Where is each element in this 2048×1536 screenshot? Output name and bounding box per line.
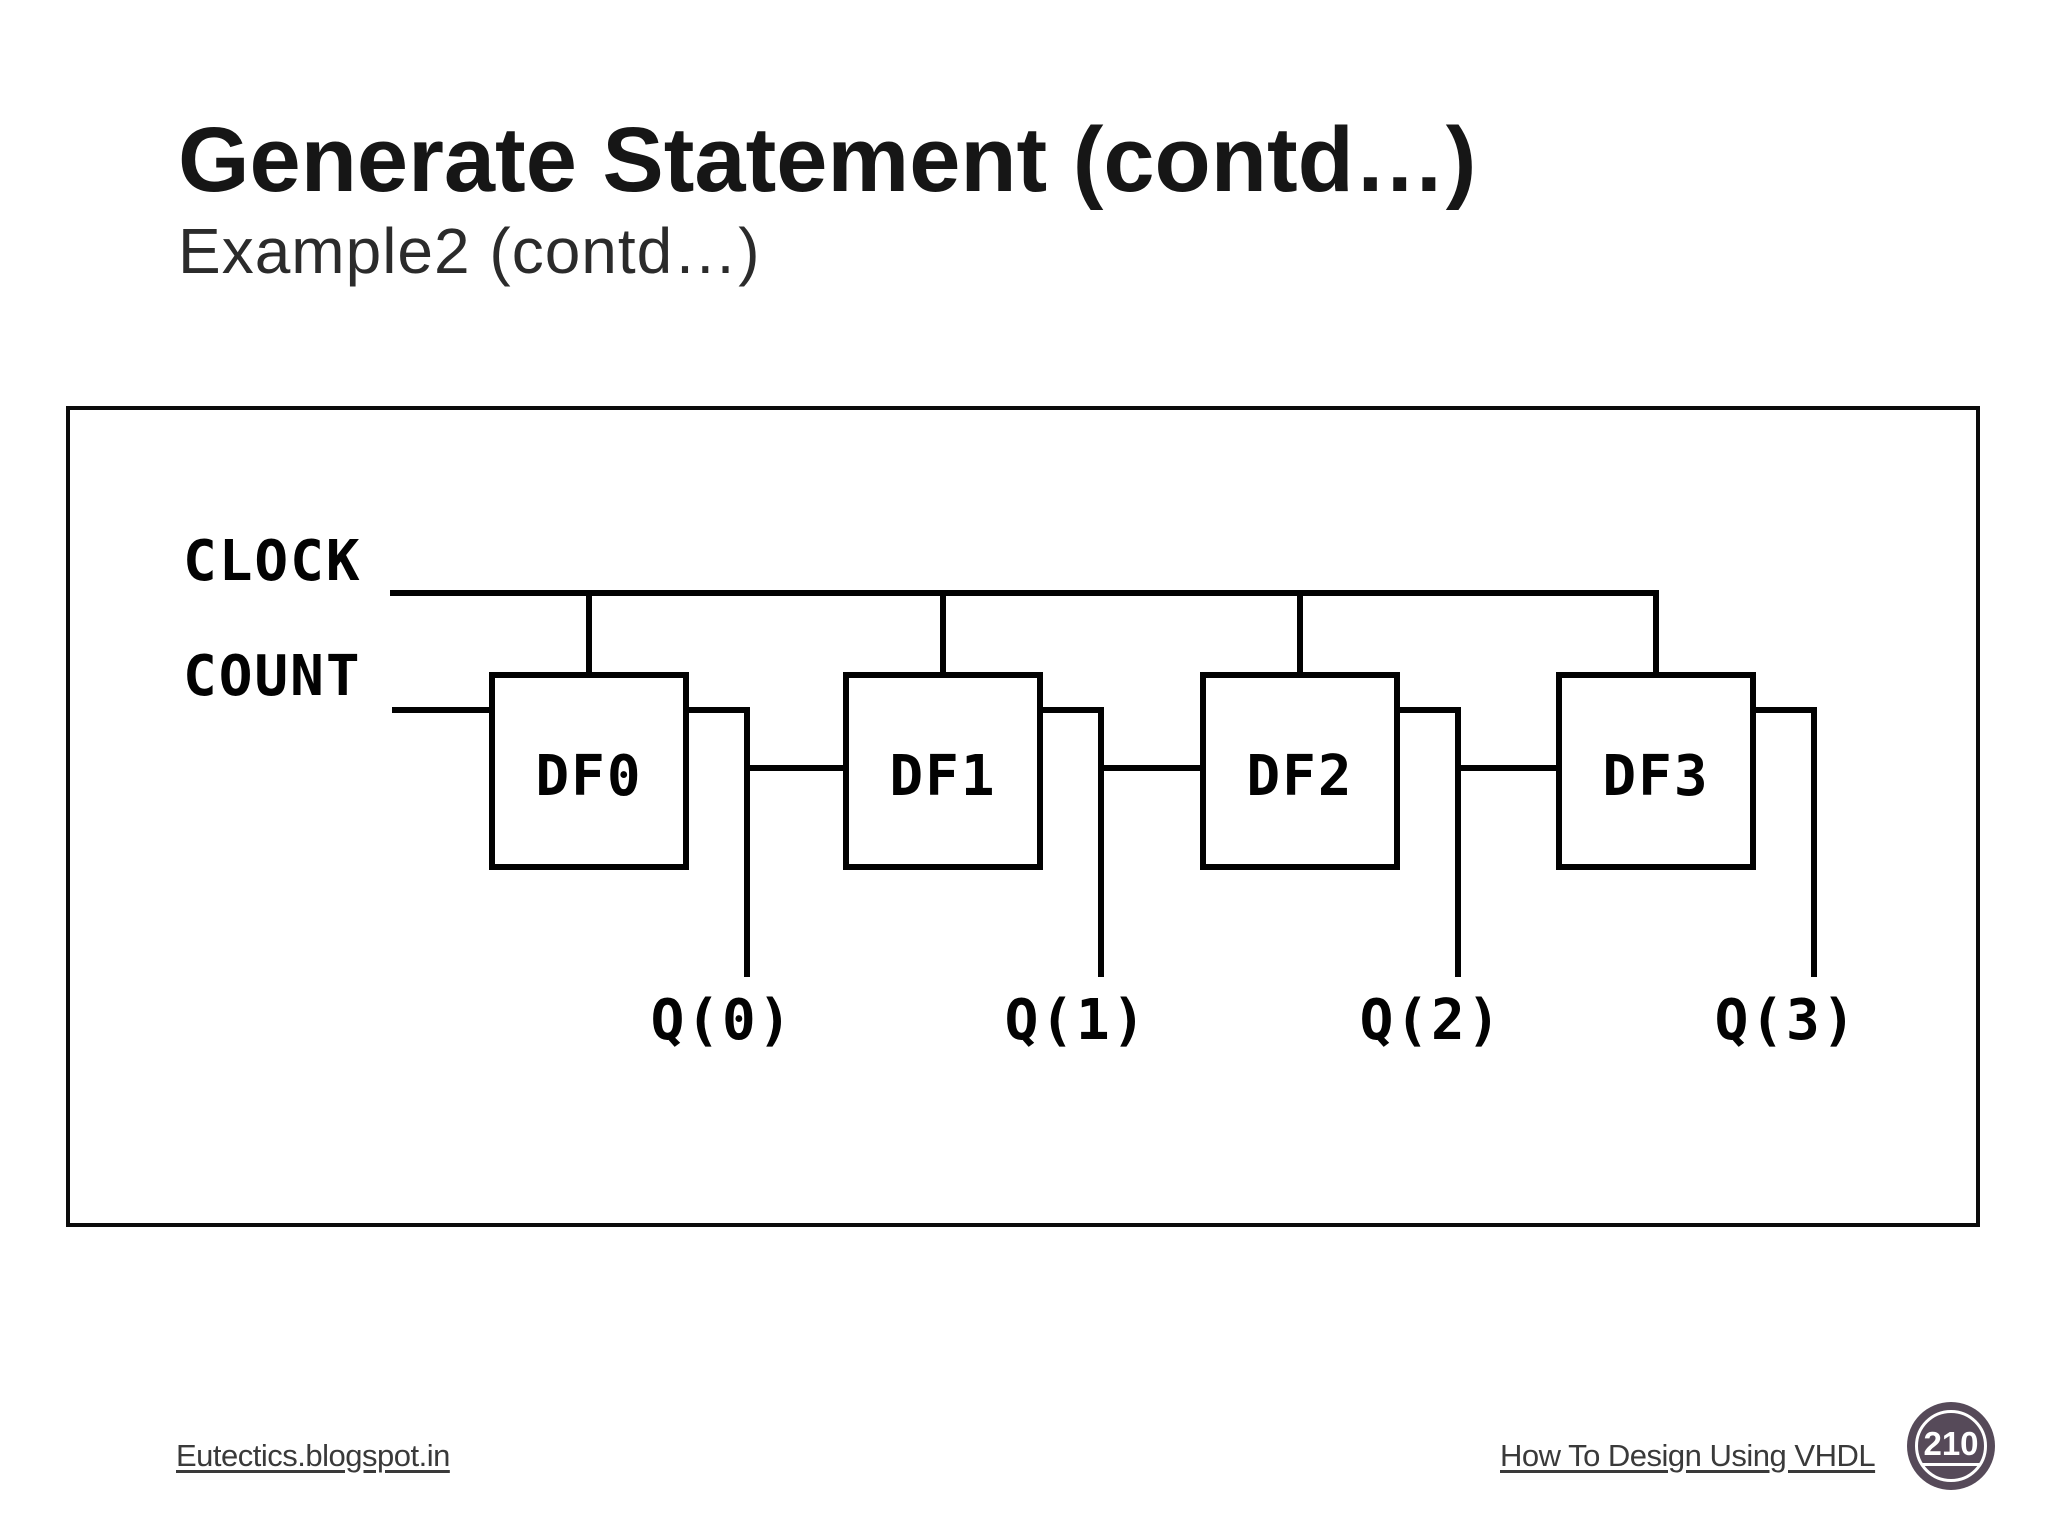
flipflop-df1: DF1	[843, 672, 1043, 870]
output-label-q2: Q(2)	[1359, 988, 1503, 1053]
clock-drop-df1	[940, 590, 946, 676]
clock-wire	[390, 590, 1659, 596]
count-signal-label: COUNT	[183, 644, 362, 709]
flipflop-df1-label: DF1	[889, 743, 997, 809]
flipflop-df3: DF3	[1556, 672, 1756, 870]
df2-output-stub	[1400, 707, 1461, 713]
page-title: Generate Statement (contd…)	[178, 109, 1477, 211]
page-subtitle: Example2 (contd…)	[178, 215, 761, 287]
df1-to-df2-wire	[1098, 765, 1203, 771]
output-label-q0: Q(0)	[650, 988, 794, 1053]
clock-drop-df3	[1653, 590, 1659, 676]
clock-drop-df0	[586, 590, 592, 676]
df1-output-stub	[1043, 707, 1104, 713]
page-number: 210	[1922, 1427, 1980, 1466]
output-label-q1: Q(1)	[1004, 988, 1148, 1053]
page-number-ring: 210	[1915, 1410, 1987, 1482]
df1-output-drop	[1098, 707, 1104, 977]
flipflop-df2: DF2	[1200, 672, 1400, 870]
df3-output-stub	[1756, 707, 1817, 713]
clock-signal-label: CLOCK	[183, 529, 362, 594]
footer-blog-link[interactable]: Eutectics.blogspot.in	[176, 1438, 450, 1473]
df0-output-drop	[744, 707, 750, 977]
df2-to-df3-wire	[1455, 765, 1559, 771]
df2-output-drop	[1455, 707, 1461, 977]
output-label-q3: Q(3)	[1714, 988, 1858, 1053]
page-number-badge: 210	[1907, 1402, 1995, 1490]
footer-book-title-link[interactable]: How To Design Using VHDL	[1500, 1438, 1876, 1473]
flipflop-df3-label: DF3	[1602, 743, 1710, 809]
df0-output-stub	[689, 707, 750, 713]
df0-to-df1-wire	[744, 765, 846, 771]
flipflop-df2-label: DF2	[1246, 743, 1354, 809]
clock-drop-df2	[1297, 590, 1303, 676]
df3-output-drop	[1811, 707, 1817, 977]
flipflop-df0-label: DF0	[535, 743, 643, 809]
count-wire	[392, 707, 492, 713]
flipflop-df0: DF0	[489, 672, 689, 870]
